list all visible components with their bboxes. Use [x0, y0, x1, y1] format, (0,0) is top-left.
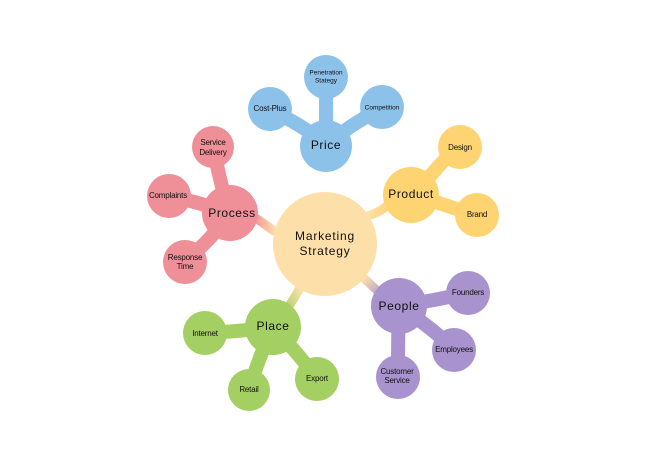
- product-node[interactable]: [383, 167, 439, 223]
- export-label: Export: [306, 374, 329, 383]
- customer-service-line1: Customer: [380, 367, 414, 376]
- employees-label: Employees: [435, 345, 473, 354]
- process-node[interactable]: [202, 185, 258, 241]
- brand-node[interactable]: [455, 193, 499, 237]
- service-delivery-line1: Service: [200, 138, 226, 147]
- branch-people: [371, 271, 490, 399]
- retail-label: Retail: [239, 385, 259, 394]
- people-label: People: [379, 299, 420, 313]
- price-label: Price: [311, 138, 341, 152]
- branch-product: [383, 125, 499, 237]
- penetration-strategy-node[interactable]: [304, 55, 348, 99]
- founders-label: Founders: [452, 288, 484, 297]
- product-label: Product: [388, 187, 434, 201]
- place-label: Place: [256, 319, 289, 333]
- people-node[interactable]: [371, 278, 427, 334]
- service-delivery-line2: Delivery: [199, 148, 226, 157]
- penetration-label-line2: Stategy: [315, 78, 338, 85]
- complaints-node[interactable]: [147, 174, 191, 218]
- place-node[interactable]: [245, 299, 301, 355]
- complaints-label: Complaints: [149, 191, 187, 200]
- center-label-line2: Strategy: [299, 244, 350, 258]
- center-label-line1: Marketing: [295, 229, 355, 243]
- penetration-label-line1: Penetration: [309, 70, 343, 77]
- competition-node[interactable]: [360, 85, 404, 129]
- competition-label: Competition: [365, 105, 400, 112]
- employees-node[interactable]: [432, 328, 476, 372]
- customer-service-line2: Service: [384, 376, 410, 385]
- design-label: Design: [448, 143, 472, 152]
- branch-place: [183, 299, 339, 411]
- response-time-line2: Time: [177, 262, 194, 271]
- internet-node[interactable]: [183, 311, 227, 355]
- brand-label: Brand: [467, 210, 487, 219]
- customer-service-node[interactable]: [376, 355, 420, 399]
- internet-label: Internet: [192, 329, 219, 338]
- response-time-node[interactable]: [163, 240, 207, 284]
- export-node[interactable]: [295, 357, 339, 401]
- response-time-line1: Response: [168, 253, 203, 262]
- process-label: Process: [208, 206, 256, 220]
- cost-plus-node[interactable]: [248, 87, 292, 131]
- design-node[interactable]: [438, 125, 482, 169]
- retail-node[interactable]: [228, 369, 270, 411]
- founders-node[interactable]: [446, 271, 490, 315]
- cost-plus-label: Cost-Plus: [254, 104, 287, 113]
- price-node[interactable]: [300, 120, 352, 172]
- center-node[interactable]: [273, 192, 377, 296]
- branch-price: [248, 55, 404, 172]
- branch-process: [147, 126, 258, 284]
- service-delivery-node[interactable]: [192, 126, 234, 168]
